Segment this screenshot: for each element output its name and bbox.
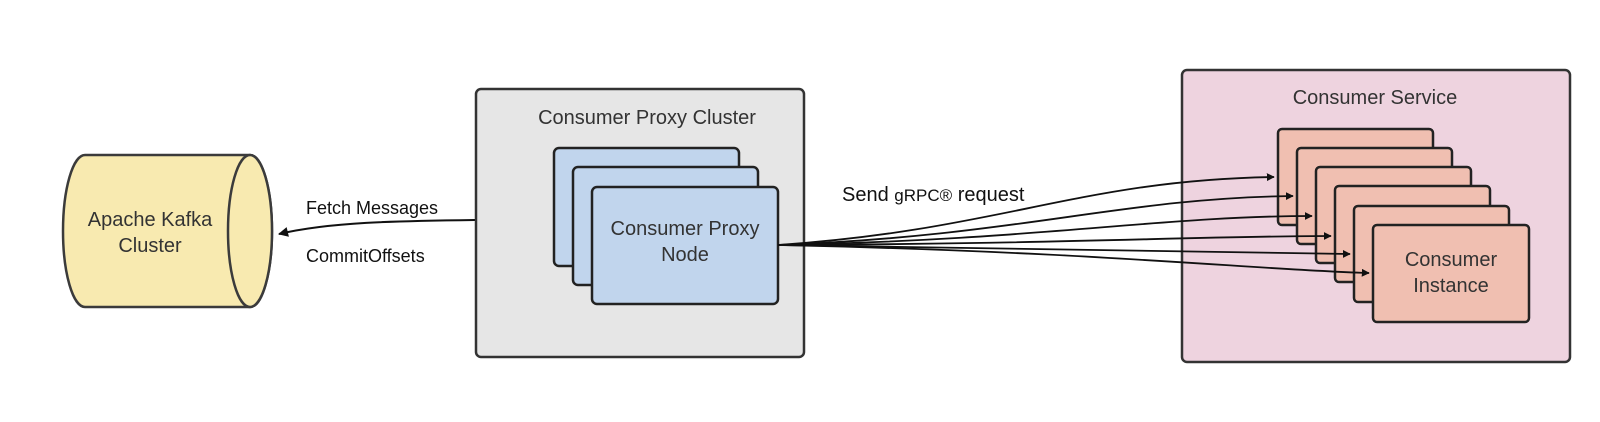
kafka-label-line2: Cluster bbox=[118, 235, 182, 257]
consumer-service-title: Consumer Service bbox=[1293, 87, 1458, 109]
request-label: request bbox=[952, 184, 1025, 206]
grpc-arrow-2 bbox=[777, 192, 1294, 246]
kafka-label-line1: Apache Kafka bbox=[88, 209, 213, 231]
grpc-arrow-1 bbox=[777, 173, 1275, 246]
grpc-arrow-4 bbox=[777, 232, 1332, 246]
consumer-instance-front bbox=[1371, 223, 1531, 324]
consumer-proxy-cluster: Consumer Proxy Cluster Consumer Proxy No… bbox=[474, 87, 806, 359]
fetch-commit-connector: Fetch Messages CommitOffsets bbox=[278, 198, 476, 266]
proxy-node-label-line2: Node bbox=[661, 244, 709, 266]
commit-offsets-label: CommitOffsets bbox=[306, 246, 425, 266]
kafka-cylinder-cap bbox=[226, 153, 274, 309]
consumer-service: Consumer Service Consumer Instance bbox=[1180, 68, 1572, 364]
consumer-instance-label-line2: Instance bbox=[1413, 275, 1489, 297]
kafka-cluster-cylinder: Apache Kafka Cluster bbox=[61, 153, 274, 309]
send-grpc-request-label: Send gRPC® request bbox=[842, 184, 1025, 206]
grpc-arrow-5 bbox=[777, 244, 1351, 258]
proxy-cluster-title: Consumer Proxy Cluster bbox=[538, 107, 756, 129]
consumer-instance-label-line1: Consumer bbox=[1405, 249, 1498, 271]
grpc-fanout-arrows bbox=[777, 173, 1370, 277]
grpc-mark: gRPC® bbox=[894, 186, 952, 205]
send-label: Send bbox=[842, 184, 894, 206]
grpc-arrow-3 bbox=[777, 212, 1313, 246]
proxy-node-label-line1: Consumer Proxy bbox=[611, 218, 760, 240]
fetch-arrow bbox=[278, 219, 476, 237]
fetch-messages-label: Fetch Messages bbox=[306, 198, 438, 218]
grpc-arrow-6 bbox=[777, 244, 1370, 277]
